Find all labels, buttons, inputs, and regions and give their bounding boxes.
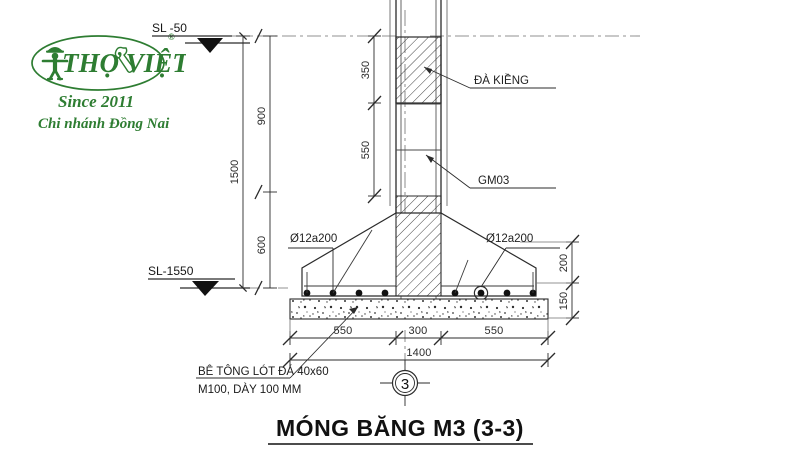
logo-brand-text: THỢ VIỆT [62,48,186,78]
section-marker: 3 [380,360,430,406]
section-marker-inner-circle [395,373,415,393]
level-triangle-top-icon [197,38,223,53]
page-title: MÓNG BĂNG M3 (3-3) [276,414,524,441]
logo-graphic: ® THỢ VIỆT Since 2011 Chi nhánh Đồng Nai [31,32,190,132]
callout-ground-beam: ĐÀ KIỀNG [423,66,556,89]
level-label-bottom: SL-1550 [148,264,194,278]
leader-arrow-gm03-icon [426,155,434,163]
wrench-icon [114,46,135,73]
level-label-top: SL -50 [152,21,187,35]
dimension-label-350: 350 [360,61,372,79]
dimension-label-550-right: 550 [485,325,504,337]
section-marker-number: 3 [401,376,409,393]
callout-rebar-left: Ø12a200 [288,233,337,291]
dimension-bottom-group [282,319,556,368]
dimension-beam-group [367,28,382,204]
lean-concrete-layer [289,298,549,320]
note-lean-concrete: BÊ TÔNG LÓT ĐÁ 40x60 M100, DÀY 100 MM [196,306,359,396]
level-marker-top: SL -50 [152,21,250,53]
callout-footing-mark: GM03 [425,154,556,189]
dimension-label-1500: 1500 [229,160,241,184]
drawing-title-group: MÓNG BĂNG M3 (3-3) [268,414,533,445]
dimension-right-group [520,234,580,326]
dimension-label-900: 900 [256,107,268,125]
lean-concrete-rect [289,298,549,320]
level-marker-bottom: SL-1550 [148,264,250,296]
ground-beam-hatch [395,36,442,104]
callout-label-ground-beam: ĐÀ KIỀNG [474,74,529,87]
company-logo: ® THỢ VIỆT Since 2011 Chi nhánh Đồng Nai [26,30,190,138]
callout-label-footing-mark: GM03 [478,175,509,187]
dimension-label-200: 200 [558,254,570,272]
level-triangle-bottom-icon [192,281,219,296]
dimension-label-1400: 1400 [406,347,431,359]
dimension-label-550: 550 [360,141,372,159]
dimension-label-600: 600 [256,236,268,254]
dimension-label-150: 150 [558,292,570,310]
strip-footing-body [301,195,537,297]
callout-label-rebar-left: Ø12a200 [290,233,337,245]
dimension-label-300: 300 [409,325,428,337]
footing-stem-hatch [395,195,442,297]
note-line-1: BÊ TÔNG LÓT ĐÁ 40x60 [198,365,329,378]
callout-label-rebar-right: Ø12a200 [486,233,533,245]
dimension-label-550-left: 550 [334,325,353,337]
leader-arrow-note-icon [349,307,358,314]
note-line-2: M100, DÀY 100 MM [198,383,301,396]
dimension-left-group [236,28,277,296]
section-marker-circle [391,369,419,397]
rebar-dots [303,289,537,297]
footing-reinforcement [303,229,537,301]
leader-arrow-beam-icon [424,67,432,74]
callout-rebar-right: Ø12a200 [480,233,560,288]
logo-since-text: Since 2011 [58,92,134,111]
ground-beam-section [395,36,442,104]
logo-registered-mark: ® [168,32,175,42]
logo-ellipse [31,35,165,91]
worker-figure-icon [41,47,69,81]
logo-branch-text: Chi nhánh Đồng Nai [38,116,170,132]
